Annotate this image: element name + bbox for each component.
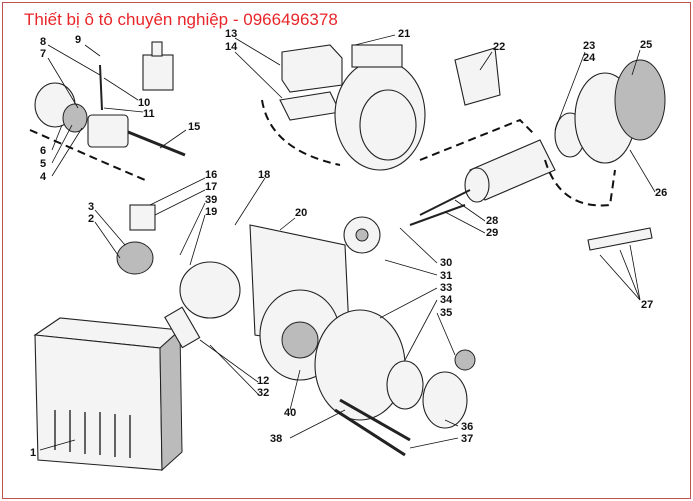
part-flange <box>554 59 666 164</box>
label-22: 22 <box>493 41 505 53</box>
label-11: 11 <box>143 108 155 120</box>
label-17: 17 <box>205 181 217 193</box>
part-labels: 1 2 3 4 5 6 7 8 9 10 11 12 13 14 15 16 1… <box>30 28 667 459</box>
part-motor-housing <box>116 204 351 381</box>
part-fan-housing <box>334 44 426 171</box>
label-8: 8 <box>40 36 46 48</box>
part-air-inlet <box>314 309 476 457</box>
label-36: 36 <box>461 421 473 433</box>
label-21: 21 <box>398 28 410 40</box>
label-26: 26 <box>655 187 667 199</box>
label-37: 37 <box>461 433 473 445</box>
label-32: 32 <box>257 387 269 399</box>
label-34: 34 <box>440 294 453 306</box>
label-38: 38 <box>270 433 282 445</box>
label-40: 40 <box>284 407 296 419</box>
label-7: 7 <box>40 48 46 60</box>
label-25: 25 <box>640 39 652 51</box>
label-13: 13 <box>225 28 237 40</box>
part-blast-tube <box>409 47 556 226</box>
part-pump <box>34 41 186 157</box>
leader-lines <box>39 34 656 451</box>
part-bracket <box>587 227 653 251</box>
label-12: 12 <box>257 375 269 387</box>
label-16: 16 <box>205 169 217 181</box>
label-27: 27 <box>641 299 653 311</box>
label-35: 35 <box>440 307 452 319</box>
label-39: 39 <box>205 194 217 206</box>
label-4: 4 <box>40 171 47 183</box>
label-29: 29 <box>486 227 498 239</box>
label-30: 30 <box>440 257 452 269</box>
label-6: 6 <box>40 145 46 157</box>
part-nozzle-holder <box>343 216 381 254</box>
label-33: 33 <box>440 282 452 294</box>
label-24: 24 <box>583 52 596 64</box>
label-1: 1 <box>30 447 36 459</box>
label-14: 14 <box>225 41 238 53</box>
label-15: 15 <box>188 121 200 133</box>
label-3: 3 <box>88 201 94 213</box>
label-5: 5 <box>40 158 46 170</box>
label-23: 23 <box>583 40 595 52</box>
label-19: 19 <box>205 206 217 218</box>
label-20: 20 <box>295 207 307 219</box>
label-9: 9 <box>75 34 81 46</box>
part-cover-casing <box>33 317 183 472</box>
label-10: 10 <box>138 97 150 109</box>
label-2: 2 <box>88 213 94 225</box>
label-18: 18 <box>258 169 270 181</box>
label-31: 31 <box>440 270 452 282</box>
part-control-box <box>279 44 343 121</box>
watermark-text: Thiết bị ô tô chuyên nghiệp - 0966496378 <box>24 10 338 29</box>
label-28: 28 <box>486 215 498 227</box>
